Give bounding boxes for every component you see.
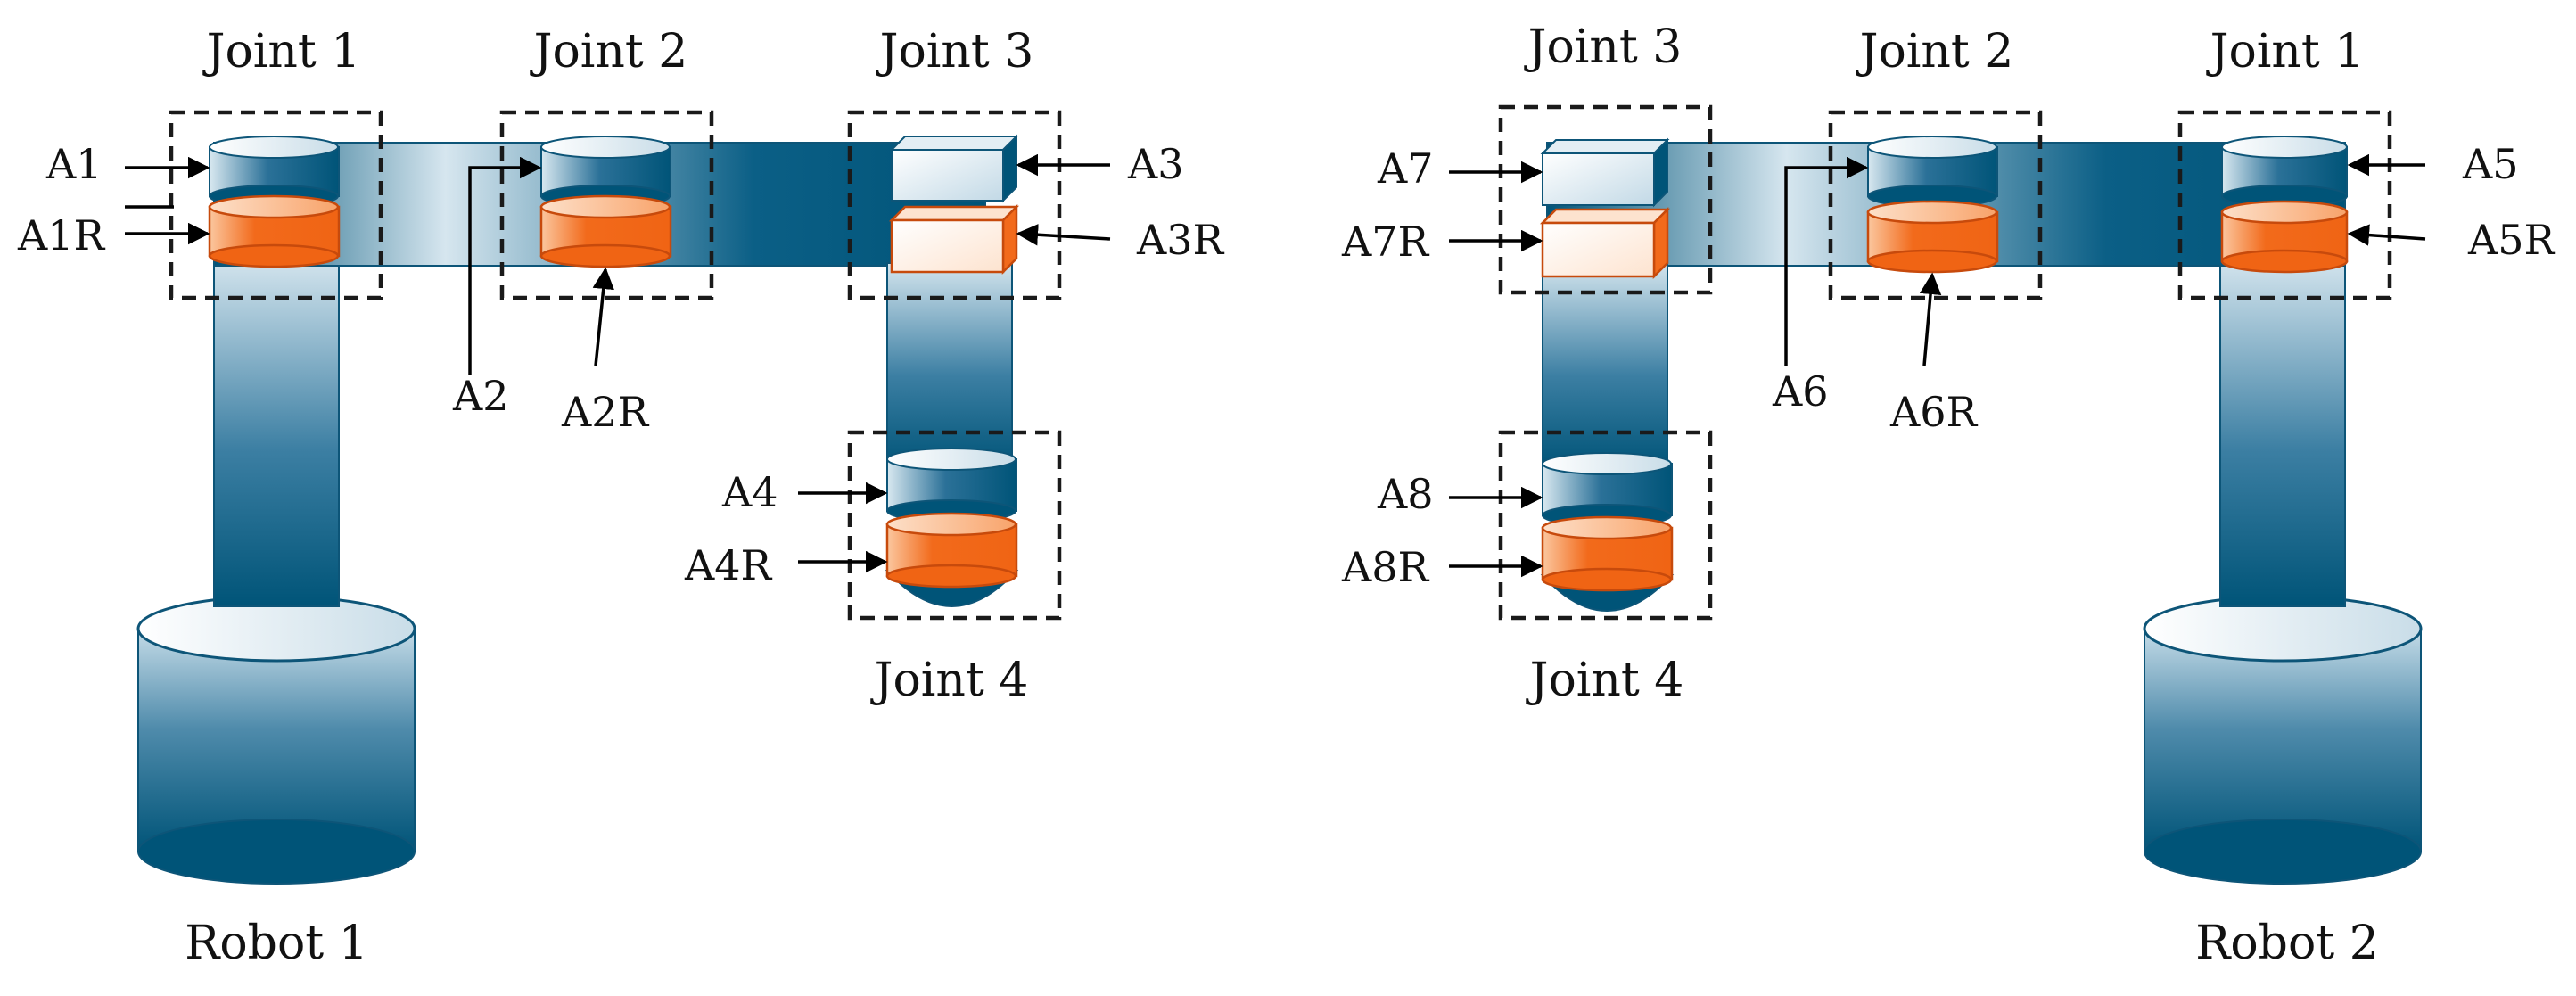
robot-2-a5r-label: A5R: [2467, 216, 2555, 264]
robot-1-joint-3-reference-sensor: [888, 203, 1020, 276]
robot-1-joint-3-accelerometer: [889, 134, 1019, 203]
robot-2-column: [2219, 258, 2346, 607]
robot-2-label: Robot 2: [2195, 917, 2379, 970]
robot-1-joint-3-label: Joint 3: [876, 25, 1034, 78]
robot-1-a2-arrow: [468, 156, 542, 375]
robot-2-joint-2-reference-sensor: [1866, 200, 1999, 274]
robot-1-a4-label: A4: [721, 468, 778, 516]
robot-2-joint-3-label: Joint 3: [1524, 21, 1683, 74]
robot-2-base: [2143, 595, 2423, 885]
robot-2-a8-label: A8: [1377, 470, 1434, 518]
robot-2-joint-2-label: Joint 2: [1856, 25, 2014, 78]
robot-2-a8r-label: A8R: [1341, 543, 1429, 591]
robot-2-joint-1-reference-sensor: [2220, 200, 2349, 274]
robot-1: Joint 1 Joint 2 Joint 3 Joint 4 A1 A1R A…: [17, 25, 1224, 970]
robot-1-a3r-label: A3R: [1136, 216, 1224, 264]
robot-2-joint-3-reference-sensor: [1539, 206, 1671, 280]
robot-1-joint-1-reference-sensor: [208, 194, 341, 268]
robot-2-a6-label: A6: [1772, 367, 1829, 416]
robot-2-joint-4-box: [1498, 430, 1713, 621]
robot-1-joint-2-label: Joint 2: [530, 25, 688, 78]
robot-2-joint-1-box: [2177, 110, 2392, 300]
robot-1-a3-label: A3: [1127, 140, 1184, 188]
robot-2-joint-4-label: Joint 4: [1526, 654, 1684, 707]
robot-2-joint-4-accelerometer: [1542, 452, 1673, 527]
robot-1-joint-4-reference-sensor: [885, 512, 1018, 589]
robot-2-a5-label: A5: [2462, 140, 2519, 188]
robot-1-a2r-arrow: [592, 267, 614, 366]
robot-1-a1r-label: A1R: [17, 211, 105, 259]
robot-1-a4r-label: A4R: [684, 541, 772, 589]
robot-1-base: [136, 595, 416, 885]
robot-2-joint-3-box: [1498, 104, 1713, 295]
robot-2-joint-1-label: Joint 1: [2206, 25, 2365, 78]
robot-2-joint-2-accelerometer: [1867, 136, 1998, 208]
robot-2-joint-1-accelerometer: [2221, 136, 2348, 208]
robot-1-a2r-label: A2R: [561, 388, 649, 436]
robot-2: Joint 3 Joint 2 Joint 1 Joint 4 A7 A7R A…: [1341, 21, 2555, 970]
robot-1-joint-4-accelerometer: [886, 448, 1017, 523]
robot-1-label: Robot 1: [185, 917, 368, 970]
robot-1-a2-label: A2: [452, 372, 509, 420]
robot-1-joint-2-box: [499, 110, 714, 300]
robot-1-joint-1-label: Joint 1: [202, 25, 361, 78]
robot-1-a1-label: A1: [45, 140, 103, 188]
robot-2-a5r-arrow: [2347, 224, 2426, 246]
robot-2-a6r-label: A6R: [1889, 388, 1978, 436]
robot-1-forearm: [886, 262, 1013, 469]
robot-2-joint-3-accelerometer: [1540, 137, 1670, 208]
robot-2-joint-2-box: [1828, 110, 2043, 300]
robot-1-column: [213, 258, 340, 607]
robot-1-a3r-arrow: [1016, 224, 1111, 246]
robot-1-joint-4-box: [847, 430, 1062, 621]
robot-2-joint-4-reference-sensor: [1541, 515, 1674, 592]
robot-1-joint-3-box: [847, 110, 1062, 300]
robot-2-a6-arrow: [1784, 156, 1869, 366]
robot-1-joint-2-reference-sensor: [539, 194, 672, 268]
robot-2-a7r-label: A7R: [1341, 218, 1429, 266]
robot-2-a6r-arrow: [1919, 272, 1942, 366]
robot-1-joint-4-label: Joint 4: [870, 654, 1029, 707]
robot-1-joint-1-box: [169, 110, 383, 300]
robot-2-a7-label: A7: [1377, 144, 1434, 193]
